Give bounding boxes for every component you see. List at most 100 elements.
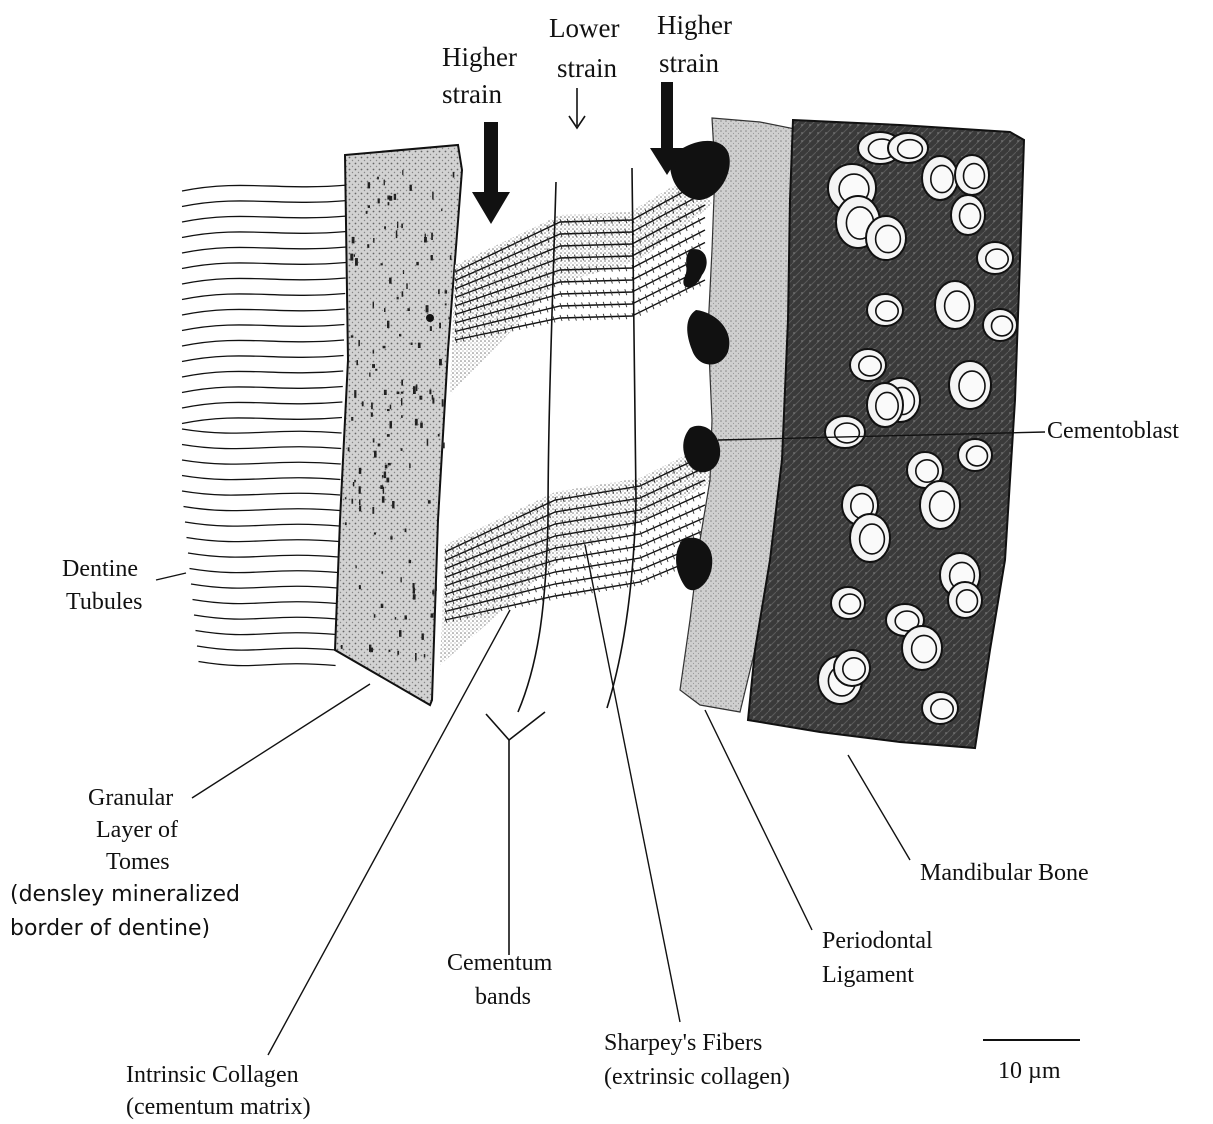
- granule-speck: [432, 192, 433, 200]
- granule-speck: [348, 447, 350, 451]
- bone-cell-nucleus: [843, 658, 865, 680]
- granule-speck: [384, 226, 386, 229]
- granule-speck: [432, 590, 434, 594]
- bone-cell-nucleus: [930, 491, 955, 521]
- dentine-tubule-line: [182, 294, 345, 300]
- granule-speck: [378, 444, 381, 447]
- bone-cell-nucleus: [898, 140, 923, 159]
- granule-speck: [390, 405, 392, 409]
- granule-speck: [438, 289, 440, 294]
- granule-speck: [355, 258, 358, 266]
- scale-bar-label: 10 µm: [998, 1058, 1061, 1084]
- granule-speck: [399, 334, 401, 337]
- dentine-tubule-line: [182, 247, 346, 253]
- granule-speck: [442, 443, 445, 449]
- dentine-tubule-line: [182, 418, 342, 424]
- dentine-tubules-leader: [156, 573, 186, 580]
- dentine-tubule-line: [182, 201, 348, 207]
- granule-speck: [382, 475, 384, 478]
- dentine-tubule-line: [196, 631, 337, 635]
- granule-speck: [405, 615, 408, 619]
- granule-speck: [431, 255, 433, 260]
- dentine-tubule-line: [182, 263, 346, 269]
- granule-speck: [415, 419, 418, 426]
- granule-speck: [377, 177, 379, 180]
- dentine-tubule-line: [194, 615, 337, 619]
- granule-speck: [359, 585, 361, 589]
- bone-cell-nucleus: [860, 524, 885, 554]
- granule-speck: [432, 395, 433, 400]
- higher-strain-left-line2: strain: [442, 79, 502, 109]
- sharpeys-fibers-line1: Sharpey's Fibers: [604, 1030, 762, 1056]
- dentine-tubule-line: [190, 569, 339, 573]
- lower-strain-line1: Lower: [549, 13, 619, 43]
- granule-speck: [388, 463, 391, 466]
- bone-cell-nucleus: [957, 590, 978, 612]
- bone-cell-nucleus: [931, 699, 953, 719]
- granule-speck: [383, 346, 386, 349]
- granule-speck: [419, 396, 422, 400]
- granule-speck: [341, 645, 343, 649]
- higher-strain-right-line1: Higher: [657, 10, 732, 40]
- dentine-tubules-line1: Dentine: [62, 556, 138, 582]
- bone-cell-nucleus: [945, 291, 970, 321]
- granular-layer-line1: Granular: [88, 785, 173, 811]
- granule-dot: [426, 314, 434, 322]
- bone-cell-nucleus: [835, 423, 860, 443]
- granule-speck: [397, 222, 398, 229]
- granule-speck: [441, 209, 442, 212]
- granule-speck: [345, 522, 347, 525]
- dentine-tubule-line: [182, 371, 343, 377]
- granule-speck: [435, 584, 437, 591]
- granule-speck: [397, 392, 400, 395]
- granule-speck: [402, 170, 403, 175]
- granule-speck: [371, 412, 373, 416]
- dentine-tubule-line: [182, 325, 344, 331]
- dentine-tubule-line: [187, 538, 339, 542]
- granule-speck: [381, 263, 383, 265]
- granule-speck: [405, 529, 407, 533]
- intrinsic-collagen-line1: Intrinsic Collagen: [126, 1062, 299, 1088]
- granular-layer-line5: border of dentine): [10, 916, 210, 941]
- dentine-tubule-line: [197, 646, 336, 650]
- cementoblast-label: Cementoblast: [1047, 418, 1179, 444]
- granule-speck: [415, 653, 417, 661]
- granule-speck: [420, 423, 423, 429]
- granule-speck: [345, 497, 347, 499]
- granular-layer-line2: Layer of: [96, 817, 178, 843]
- dentine-tubule-line: [188, 553, 338, 557]
- bone-cell-nucleus: [959, 371, 985, 401]
- granule-speck: [358, 340, 360, 346]
- granule-speck: [413, 588, 415, 594]
- granular-layer-line4: (densley mineralized: [10, 882, 240, 907]
- granule-speck: [430, 326, 432, 331]
- granule-speck: [396, 230, 398, 238]
- granule-speck: [382, 496, 385, 503]
- granule-speck: [384, 180, 385, 186]
- granule-speck: [445, 303, 447, 305]
- granular-layer-leader: [192, 684, 370, 798]
- lower-strain-line2: strain: [557, 53, 617, 83]
- dentine-tubule-line: [182, 185, 348, 191]
- dentine-tubule-line: [184, 507, 340, 511]
- dentine-tubule-line: [182, 340, 344, 346]
- granule-speck: [439, 359, 442, 366]
- granule-speck: [362, 401, 364, 406]
- dentine-tubule-line: [182, 232, 347, 238]
- dentine-tubule-line: [193, 600, 338, 604]
- granule-speck: [378, 198, 380, 203]
- granular-layer-line3: Tomes: [106, 849, 170, 875]
- granule-speck: [387, 409, 390, 411]
- granule-speck: [448, 317, 449, 319]
- granule-speck: [368, 182, 371, 188]
- granule-speck: [397, 651, 399, 655]
- granule-speck: [352, 499, 354, 504]
- granule-speck: [387, 196, 390, 200]
- dentine-tubule-line: [182, 460, 341, 464]
- granule-speck: [439, 323, 441, 329]
- bone-cell-nucleus: [960, 204, 981, 229]
- granule-speck: [450, 255, 452, 260]
- dentine-tubule-line: [182, 216, 347, 222]
- granule-speck: [409, 463, 410, 468]
